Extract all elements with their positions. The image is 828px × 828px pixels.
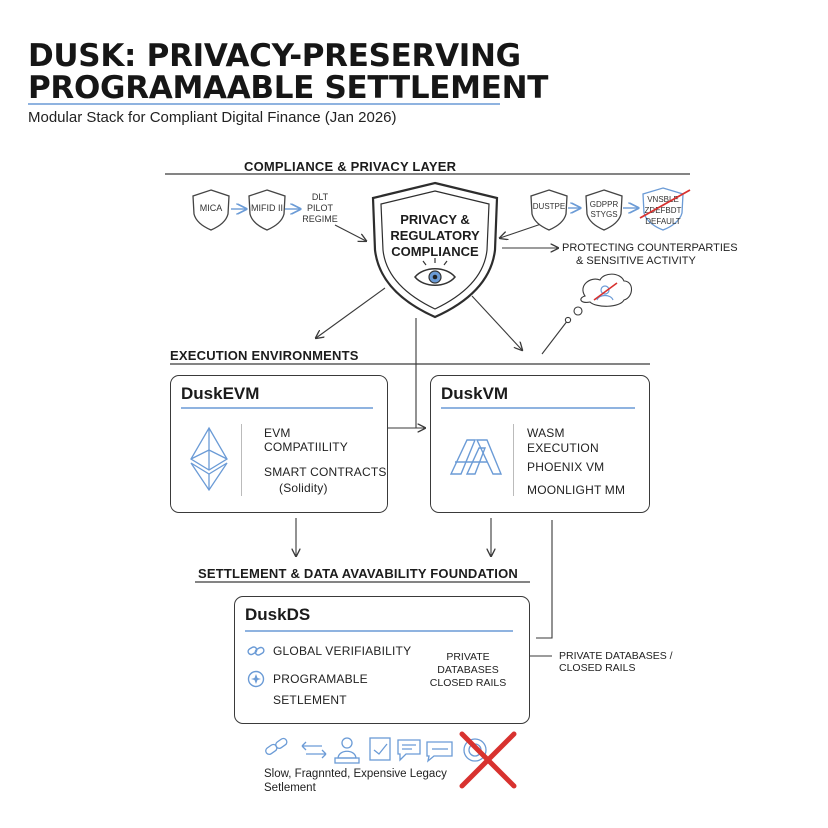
vm-item-execution: EXECUTION [527, 441, 599, 455]
ds-private-line-2: DATABASES [437, 664, 499, 676]
title-underline [28, 103, 500, 105]
central-compliance-shield: PRIVACY & REGULATORY COMPLIANCE [368, 180, 502, 320]
ds-private-line-1: PRIVATE [446, 651, 490, 663]
section-label-execution: EXECUTION ENVIRONMENTS [170, 348, 359, 363]
regime-line: REGIME [302, 214, 338, 224]
message-icon [426, 741, 453, 763]
section-label-settlement: SETTLEMENT & DATA AVAVABILITY FOUNDATION [198, 566, 518, 581]
shield-gdpr-label: GDPPR STYGS [589, 200, 619, 219]
ds-private-databases: PRIVATE DATABASES CLOSED RAILS [423, 651, 513, 690]
cross-icon [459, 731, 517, 789]
ethereum-icon [190, 426, 228, 492]
central-line-2: REGULATORY [390, 228, 480, 243]
page-title-line-1: DUSK: PRIVACY-PRESERVING [28, 38, 521, 74]
page-subtitle: Modular Stack for Compliant Digital Fina… [28, 109, 397, 126]
ds-item-setlement: SETLEMENT [273, 693, 347, 707]
protect-line-2: & SENSITIVE ACTIVITY [576, 255, 696, 267]
vm-item-phoenix: PHOENIX VM [527, 460, 605, 474]
external-line-1: PRIVATE DATABASES / [559, 650, 673, 662]
vm-item-wasm: WASM [527, 426, 565, 440]
duskds-box: DuskDS GLOBAL VERIFIABILITY PROGRAMABLE … [234, 596, 530, 724]
shield-icon [248, 189, 286, 231]
shield-icon [192, 189, 230, 231]
shield-visible-label: VNSBLE ZDEFBDT DEFAULT [644, 195, 682, 226]
person-icon [334, 737, 360, 764]
duskevm-title: DuskEVM [181, 384, 260, 403]
page-title-line-2: PROGRAMAABLE SETTLEMENT [28, 70, 549, 106]
shield-mifid-label: MIFID II [251, 203, 283, 213]
dlt-pilot-regime: DLT PILOT REGIME [300, 192, 340, 225]
evm-item-evm: EVM [264, 426, 291, 440]
duskvm-box: DuskVM WASM EXECUTION PHOENIX VM MOONLIG… [430, 375, 650, 513]
wasm-icon [449, 439, 503, 475]
shield-dustpe: DUSTPE [528, 188, 570, 232]
shield-mifid: MIFID II [246, 188, 288, 232]
central-line-1: PRIVACY & [400, 212, 470, 227]
eye-icon [414, 258, 456, 286]
shield-mica-label: MICA [199, 203, 223, 213]
ds-item-global-verifiability: GLOBAL VERIFIABILITY [273, 644, 412, 658]
shield-icon [371, 181, 499, 319]
duskds-underline [245, 630, 513, 632]
shield-mica: MICA [190, 188, 232, 232]
strike-icon [639, 189, 691, 219]
duskevm-divider [241, 424, 242, 496]
shield-icon [530, 189, 568, 231]
duskvm-title: DuskVM [441, 384, 509, 403]
shield-dustpe-label: DUSTPE [532, 202, 566, 211]
external-private-databases: PRIVATE DATABASES / CLOSED RAILS [559, 650, 673, 674]
legacy-caption: Slow, Fragnnted, Expensive Legacy Setlem… [264, 767, 447, 795]
evm-item-compatibility: COMPATIILITY [264, 440, 348, 454]
duskevm-box: DuskEVM EVM COMPATIILITY SMART CONTRACTS… [170, 375, 388, 513]
programmable-icon [247, 670, 265, 688]
document-check-icon [369, 737, 391, 761]
external-line-2: CLOSED RAILS [559, 662, 636, 674]
shield-gdpr: GDPPR STYGS [583, 188, 625, 232]
pilot-line: PILOT [306, 203, 333, 213]
section-label-compliance: COMPLIANCE & PRIVACY LAYER [244, 159, 457, 174]
duskevm-underline [181, 407, 373, 409]
protecting-counterparties-text: PROTECTING COUNTERPARTIES & SENSITIVE AC… [562, 242, 738, 268]
shield-visible-by-default: VNSBLE ZDEFBDT DEFAULT [639, 186, 691, 232]
shield-icon [585, 189, 623, 231]
central-line-3: COMPLIANCE [391, 244, 479, 259]
duskvm-underline [441, 407, 635, 409]
evm-item-solidity: (Solidity) [279, 481, 328, 495]
legacy-icons-row [262, 732, 522, 772]
thought-bubble-icon [564, 273, 633, 324]
transfer-arrows-icon [301, 741, 327, 759]
dlt-line: DLT [311, 192, 329, 202]
ds-private-line-3: CLOSED RAILS [429, 677, 507, 689]
chain-link-icon [247, 646, 265, 656]
broken-chain-icon [265, 737, 288, 755]
vm-item-moonlight: MOONLIGHT MM [527, 483, 626, 497]
chat-icon [397, 739, 421, 762]
duskvm-divider [513, 424, 514, 496]
duskds-title: DuskDS [245, 605, 311, 624]
ds-item-programable: PROGRAMABLE [273, 672, 368, 686]
legacy-line-2: Setlement [264, 782, 316, 794]
protect-line-1: PROTECTING COUNTERPARTIES [562, 242, 738, 254]
evm-item-smart-contracts: SMART CONTRACTS [264, 465, 387, 479]
legacy-line-1: Slow, Fragnnted, Expensive Legacy [264, 768, 447, 780]
